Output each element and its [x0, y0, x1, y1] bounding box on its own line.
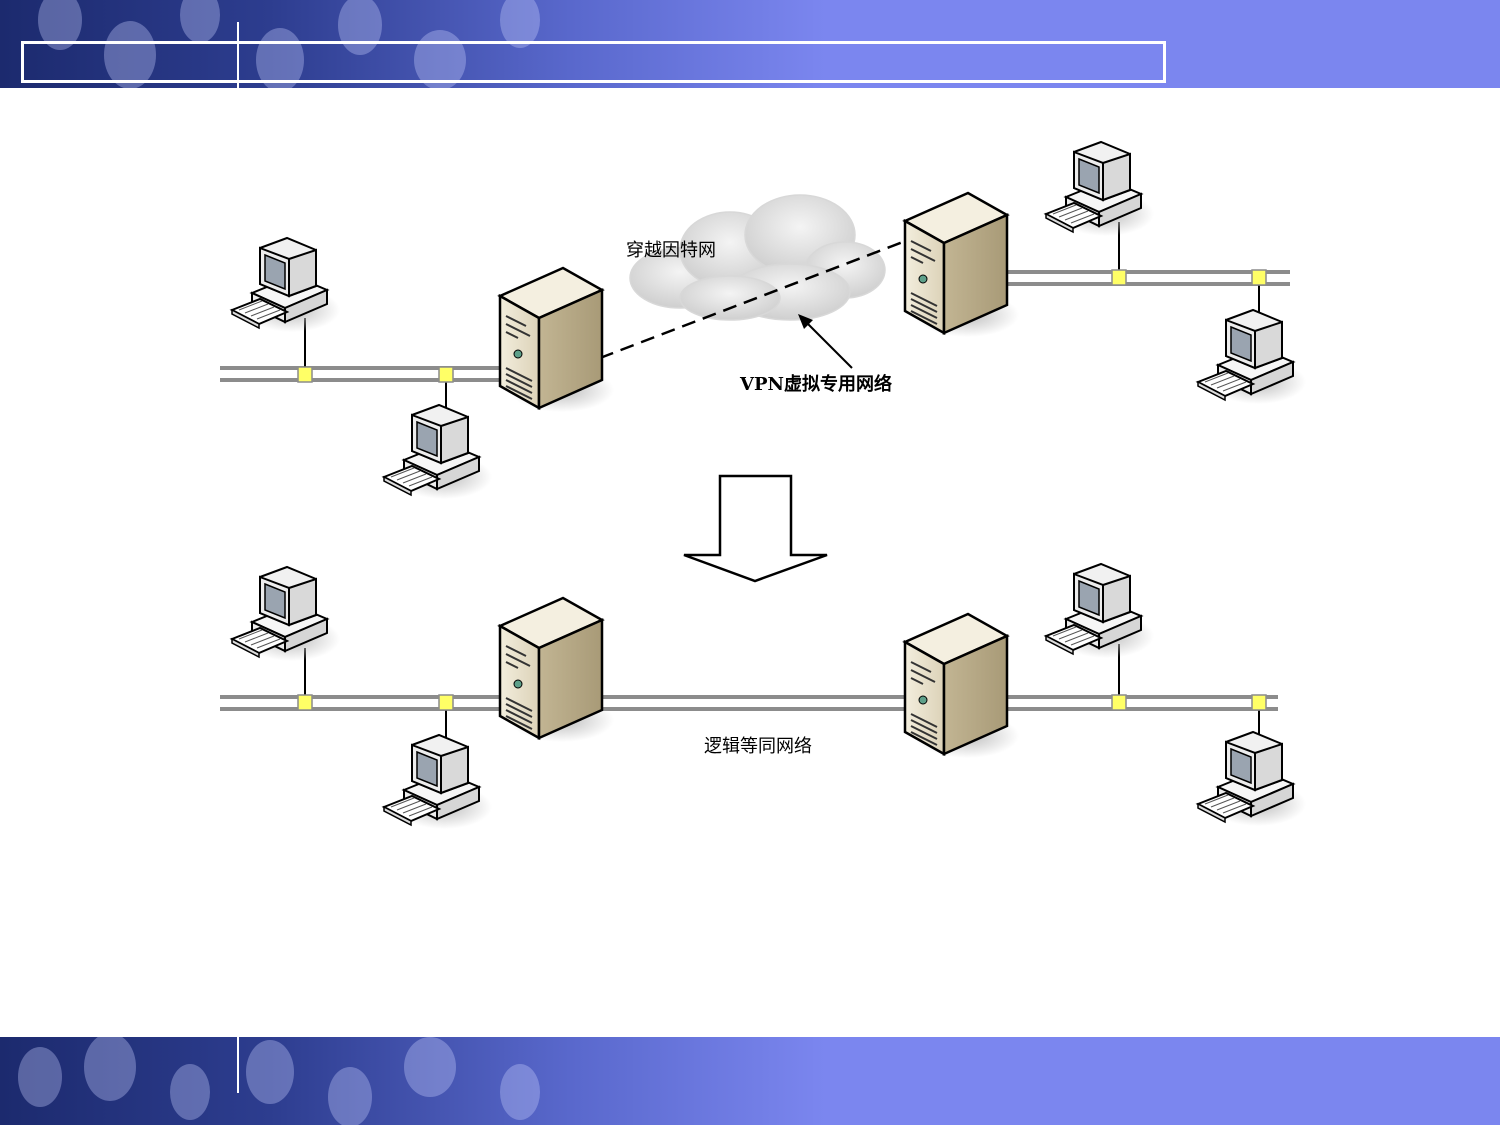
footer-texture — [18, 1037, 540, 1125]
logical-network-label: 逻辑等同网络 — [704, 736, 812, 757]
internet-label: 穿越因特网 — [626, 240, 716, 261]
header-banner — [0, 0, 1500, 88]
bottom-left-workstation-1 — [231, 566, 341, 662]
vpn-label: VPN虚拟专用网络 — [739, 373, 892, 395]
header-banner-background — [0, 0, 1500, 88]
lan-connectors-top — [297, 269, 1267, 383]
footer-banner — [0, 1037, 1500, 1125]
right-workstation-2 — [1197, 309, 1307, 405]
footer-banner-background — [0, 1037, 1500, 1125]
left-lan-cable — [220, 366, 512, 382]
left-server — [498, 596, 616, 744]
right-workstation-1 — [1045, 141, 1155, 237]
left-vpn-server — [498, 266, 616, 414]
left-workstation-2 — [383, 404, 493, 500]
footer-divider — [237, 1037, 239, 1093]
bottom-lan-cable — [220, 695, 1278, 711]
transform-arrow — [683, 474, 828, 583]
bottom-right-workstation-2 — [1197, 731, 1307, 827]
title-frame — [21, 41, 1166, 83]
right-vpn-server — [903, 191, 1021, 339]
bottom-right-workstation-1 — [1045, 563, 1155, 659]
vpn-network-diagram: 穿越因特网 VPN虚拟专用网络 — [220, 141, 1307, 500]
header-divider — [237, 22, 239, 88]
left-workstation-1 — [231, 237, 341, 333]
right-lan-cable — [1000, 270, 1290, 286]
right-server — [903, 612, 1021, 760]
bottom-left-workstation-2 — [383, 734, 493, 830]
logical-network-diagram: 逻辑等同网络 — [220, 563, 1307, 830]
lan-connectors-bottom — [297, 694, 1267, 711]
vpn-arrow — [798, 314, 853, 369]
internet-cloud — [629, 194, 886, 321]
vpn-tunnel-line — [599, 238, 909, 360]
